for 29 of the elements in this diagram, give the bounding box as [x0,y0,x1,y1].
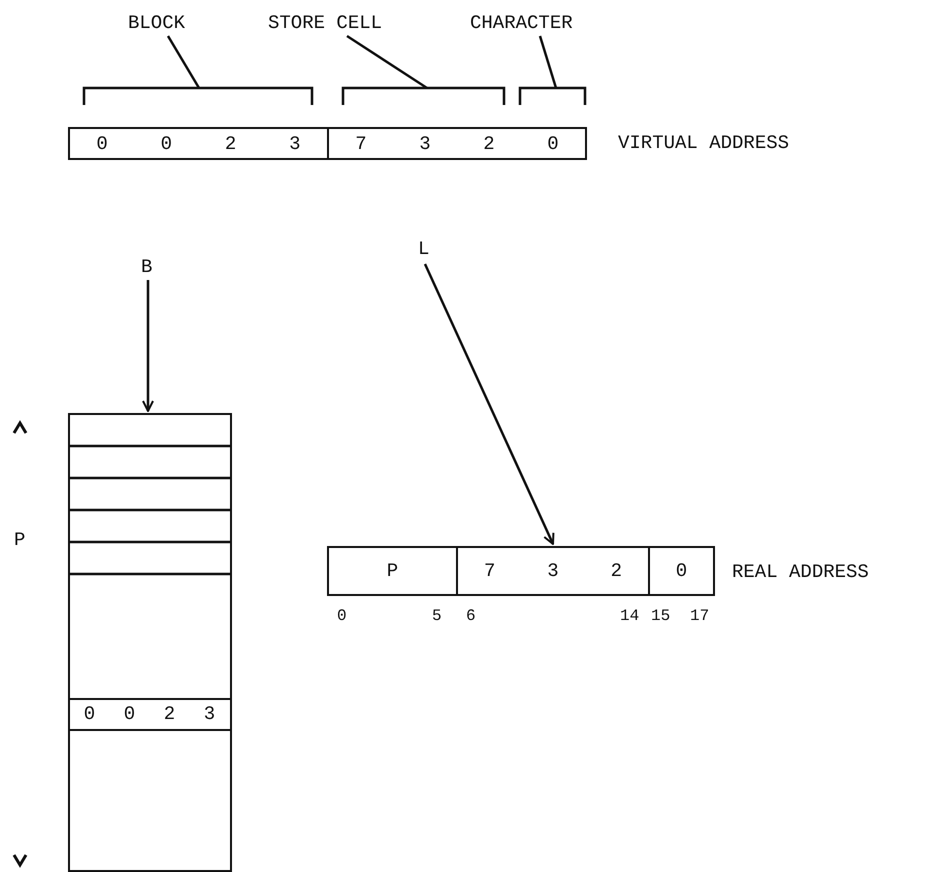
bit-number: 14 [620,606,640,627]
bit-number: 15 [651,606,670,627]
arrow [424,263,554,545]
page-table [68,413,232,872]
address-field: 0 0 2 3 [68,127,329,160]
block-label: BLOCK [128,12,186,34]
address-field: 0 [648,546,715,596]
address-caption: VIRTUAL ADDRESS [618,132,790,154]
bracket [342,86,506,105]
bit-number: 5 [432,606,442,627]
store-cell-label: STORE CELL [268,12,382,34]
address-caption: REAL ADDRESS [732,561,869,583]
address-field: 7 3 2 0 [327,127,587,160]
address-field: P [327,546,458,596]
leader-line [166,35,200,89]
bracket [82,86,314,105]
pointer-label: P [14,529,26,551]
arrow [142,280,154,412]
bracket [518,86,586,105]
address-field: 7 3 2 [456,546,650,596]
character-label: CHARACTER [470,12,573,34]
pointer-label: B [141,256,152,278]
bit-number: 17 [690,606,710,627]
bit-number: 0 [337,606,347,627]
pointer-label: L [418,238,430,260]
leader-line [538,36,558,88]
bit-number: 6 [466,606,476,627]
leader-line [346,34,428,90]
table-entry: 0 0 2 3 [68,698,232,730]
